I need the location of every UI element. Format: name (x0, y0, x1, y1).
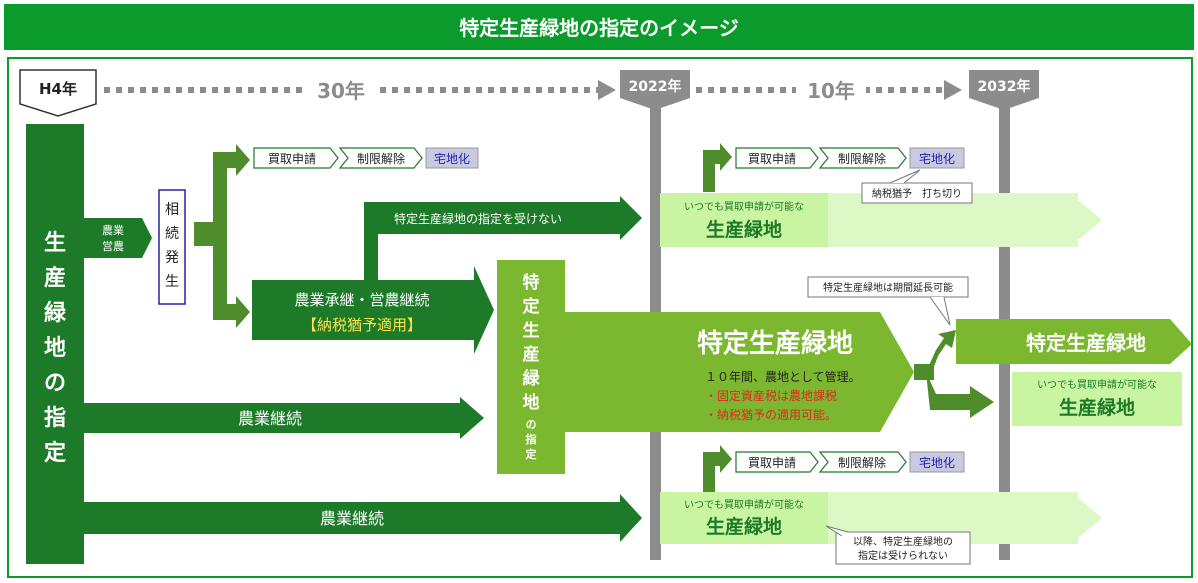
vertical-char: 産 (44, 265, 66, 291)
continue-arrow-1 (84, 397, 484, 439)
succession-label: 農業承継・営農継続 (294, 291, 429, 309)
special-designation-box (497, 260, 565, 474)
farming-label-2: 営農 (102, 239, 124, 253)
callout-tax-cutoff: 納税猶予 打ち切り (872, 187, 962, 200)
fork-right-up (926, 330, 956, 372)
vertical-char: 定 (44, 440, 66, 466)
vertical-char: 続 (165, 225, 179, 242)
step-arrow-bottom-right (703, 445, 732, 473)
big-arrow-line3: ・納税猶予の適用可能。 (705, 407, 837, 422)
diagram-frame (7, 57, 1193, 578)
green-box-top (660, 193, 828, 247)
vertical-char: 生 (44, 231, 66, 256)
steps-bottom-right: 買取申請 制限解除 宅地化 (735, 451, 965, 473)
step-restriction-lift-tr: 制限解除 (838, 151, 886, 166)
span-10-label: 10年 (807, 79, 855, 103)
left-designation-bar (26, 124, 84, 564)
year-2032-marker (969, 70, 1039, 110)
start-label: H4年 (39, 80, 77, 98)
big-arrow-line1: １０年間、農地として管理。 (705, 369, 861, 384)
fork-connector (194, 222, 216, 246)
steps-top-left: 買取申請 制限解除 宅地化 (253, 147, 479, 169)
right-special-label: 特定生産緑地 (1026, 331, 1146, 355)
succession-arrow (252, 266, 494, 354)
fork-arrow-up (213, 144, 250, 176)
callout-no-more-box (835, 531, 971, 565)
right-special-arrow (956, 319, 1192, 364)
step-restriction-lift-br: 制限解除 (838, 455, 886, 470)
callout-extension-box (807, 276, 969, 298)
special-big-arrow (565, 312, 914, 432)
no-designation-stem (364, 230, 378, 280)
span-30-label: 30年 (317, 79, 365, 103)
no-designation-label: 特定生産緑地の指定を受けない (394, 211, 562, 226)
continue-label-2: 農業継続 (320, 509, 384, 528)
vertical-char: 緑 (44, 300, 67, 326)
year-2032-label: 2032年 (978, 78, 1031, 95)
step-residential-tr: 宅地化 (919, 151, 955, 166)
left-bar-label: 生産緑地の指定 (44, 231, 67, 466)
special-designation-suffix: の指定 (526, 418, 537, 461)
vertical-char: 指 (526, 432, 537, 446)
title-banner (4, 4, 1194, 50)
step-purchase-request-br: 買取申請 (748, 456, 796, 470)
inheritance-label: 相続発生 (165, 202, 179, 290)
no-designation-arrow (364, 196, 642, 240)
special-designation-label: 特定生産緑地 (523, 272, 541, 413)
big-arrow-title: 特定生産緑地 (697, 328, 853, 359)
vertical-char: 定 (523, 296, 540, 317)
vertical-char: 緑 (523, 368, 541, 389)
inheritance-box (158, 189, 186, 305)
step-purchase-request: 買取申請 (268, 152, 316, 166)
farming-label-1: 農業 (102, 223, 124, 237)
step-residential-br: 宅地化 (919, 455, 955, 470)
step-restriction-lift: 制限解除 (357, 151, 405, 166)
vertical-char: 地 (44, 336, 66, 361)
vertical-char: 生 (523, 320, 540, 341)
big-arrow-line2: ・固定資産税は農地課税 (705, 388, 837, 403)
green-box-top-line2: 生産緑地 (706, 218, 782, 241)
fork-right-down (926, 372, 994, 418)
right-green-line2: 生産緑地 (1059, 396, 1135, 419)
step-residential: 宅地化 (434, 151, 470, 166)
continue-label-1: 農業継続 (238, 409, 302, 428)
timeline-arrowhead-1 (598, 80, 616, 100)
continue-arrow-2 (84, 494, 642, 542)
page-title: 特定生産緑地の指定のイメージ (459, 16, 739, 40)
step-arrow-top-right (703, 143, 732, 171)
vertical-char: 産 (523, 344, 540, 365)
right-green-line1: いつでも買取申請が可能な (1037, 378, 1157, 391)
deferral-label: 【納税猶予適用】 (302, 316, 422, 334)
green-box-top-line1: いつでも買取申請が可能な (684, 200, 804, 213)
callout-no-more-line2: 指定は受けられない (858, 549, 948, 562)
vertical-char: 特 (523, 272, 540, 293)
vertical-char: 生 (165, 274, 179, 290)
fork-arrow-down (213, 296, 250, 328)
year-2022-marker (620, 70, 690, 110)
fork-vertical (213, 160, 227, 320)
vertical-char: 定 (526, 447, 537, 461)
vertical-char: 相 (165, 202, 179, 218)
year-2022-label: 2022年 (629, 78, 682, 95)
step-purchase-request-tr: 買取申請 (748, 152, 796, 166)
farming-arrow (84, 218, 152, 258)
callout-no-more-line1: 以降、特定生産緑地の (853, 535, 953, 548)
green-box-bottom-line1: いつでも買取申請が可能な (684, 498, 804, 511)
start-marker (19, 69, 97, 117)
vertical-char: の (526, 418, 537, 431)
steps-top-right: 買取申請 制限解除 宅地化 (735, 147, 965, 169)
green-box-bottom-line2: 生産緑地 (706, 515, 782, 538)
callout-tax-cutoff-box (861, 182, 973, 204)
vertical-char: の (44, 371, 66, 396)
vertical-char: 指 (44, 406, 66, 431)
callout-extension: 特定生産緑地は期間延長可能 (823, 281, 953, 294)
vertical-char: 地 (523, 392, 540, 413)
timeline-arrowhead-2 (944, 80, 962, 100)
right-green-box (1012, 372, 1182, 426)
green-box-bottom (660, 492, 828, 544)
vertical-char: 発 (165, 250, 179, 266)
